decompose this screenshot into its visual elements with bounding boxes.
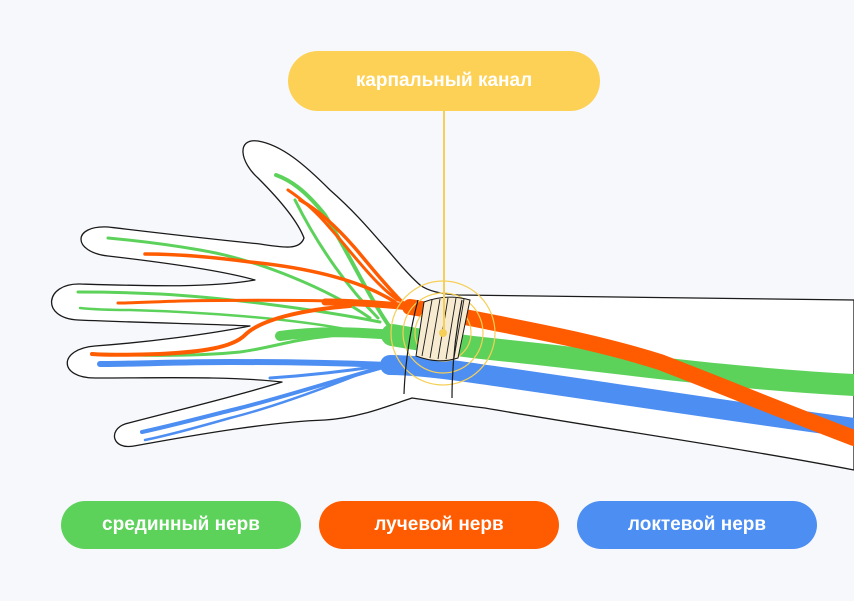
carpal-tunnel [390, 280, 496, 386]
ulnar-nerve [97, 355, 854, 442]
wrist-crease-right [451, 299, 463, 399]
median-nerve-legend: срединный нерв [61, 501, 301, 549]
ulnar-nerve-legend: локтевой нерв [577, 501, 817, 549]
carpal-tunnel-callout: карпальный канал [288, 51, 600, 111]
radial-nerve-legend: лучевой нерв [319, 501, 559, 549]
wrist-crease-left [403, 299, 419, 395]
